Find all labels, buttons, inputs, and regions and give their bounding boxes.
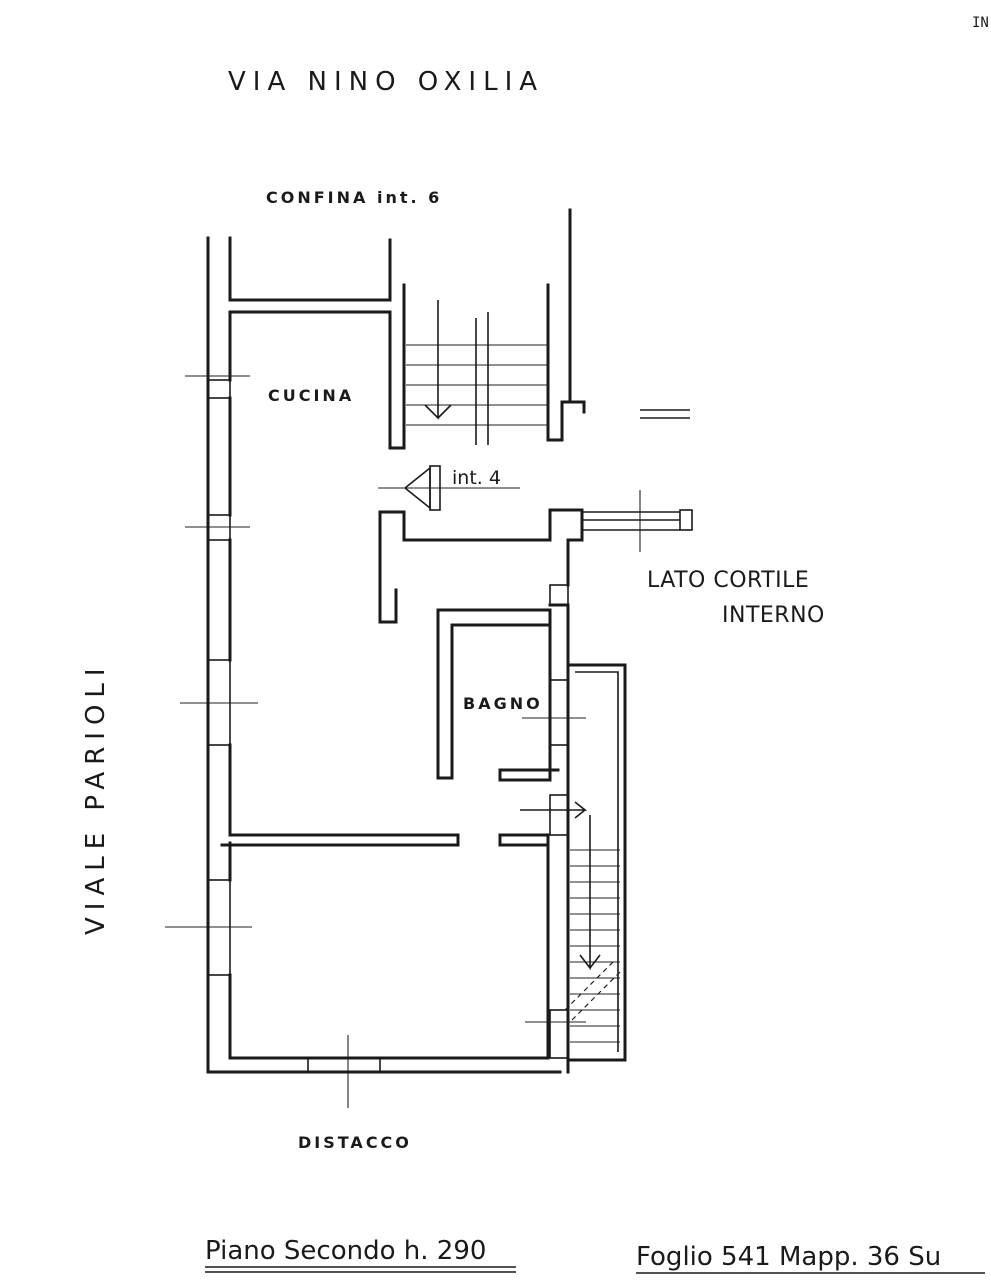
stair-handrail [475,312,489,445]
living-room-inner-wall [228,973,547,1060]
living-partition-left [220,833,460,847]
east-wall [548,603,570,1074]
service-stair-walls [566,663,627,1062]
main-stair [406,300,548,445]
east-window-2 [549,679,569,746]
outer-wall-outer-line [206,236,562,1074]
piano-label: Piano Secondo h. 290 [205,1236,486,1266]
corner-note-label: IN [972,15,989,31]
service-stair-inner [575,671,619,1052]
service-entry-arrow [520,801,588,819]
east-window-4 [549,1009,569,1059]
section-axis-lines [165,375,641,1108]
south-window [307,1057,381,1073]
entrance-marker: int. 4 [378,465,520,511]
axis-ticks-east [522,490,641,1023]
street-left-label: VIALE PARIOLI [81,661,111,935]
living-partition-right [498,833,550,847]
walls [206,208,693,1074]
entrance-wall-stub [378,510,398,624]
interno-label: INTERNO [722,603,825,628]
left-window-1 [207,379,231,399]
stair-down-arrow [424,300,452,420]
piano-underline [205,1266,516,1273]
stair-treads [406,344,548,426]
entrance-south-wall [378,508,584,587]
service-stair [520,801,621,1043]
east-window-3 [549,794,569,836]
distacco-label: DISTACCO [298,1133,412,1152]
street-top-label: VIA NINO OXILIA [228,67,544,97]
balcony-railing [582,511,680,531]
balcony-stub [640,409,690,419]
confina-label: CONFINA int. 6 [266,188,442,207]
foglio-label: Foglio 541 Mapp. 36 Su [636,1242,941,1272]
axis-ticks [165,375,349,1108]
stair-cut-line [564,959,621,1021]
cucina-label: CUCINA [268,386,354,405]
service-stair-treads [570,849,620,1043]
service-stair-arrow [579,815,601,971]
north-party-wall [228,236,392,302]
east-window-1 [549,584,569,606]
bagno-label: BAGNO [463,694,543,713]
stair-east-wall [546,283,586,442]
balcony-end [679,509,693,531]
entrance-label: int. 4 [452,467,501,489]
kitchen-north-wall [228,283,406,450]
lato-cortile-label: LATO CORTILE [647,568,809,593]
